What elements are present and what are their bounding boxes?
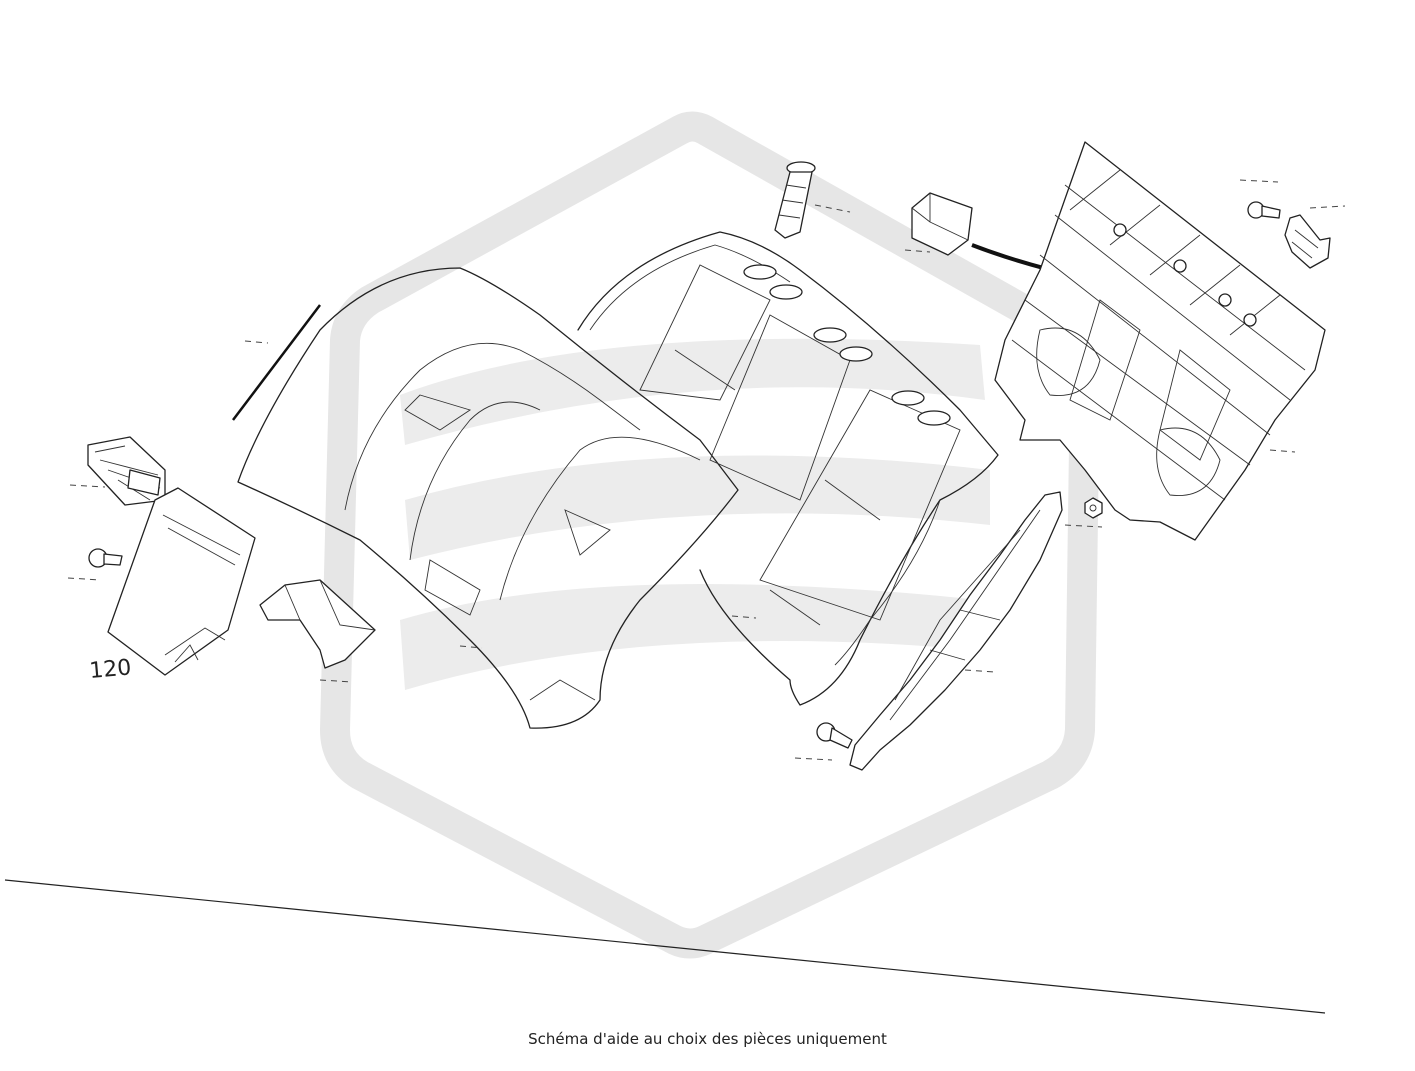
screw-part-left	[88, 548, 123, 568]
bolt-leader	[1239, 179, 1279, 183]
rod-leader	[244, 340, 269, 344]
armrest-box-part	[107, 487, 256, 676]
cushion-leader	[459, 645, 483, 649]
rod-part	[232, 304, 321, 421]
seat-back-frame-part	[577, 231, 999, 706]
bolt-part-top-right	[1247, 201, 1281, 219]
nut-part	[1084, 497, 1103, 519]
screw-part-bottom	[816, 722, 853, 749]
trim-bracket-part	[259, 579, 376, 669]
diagram-caption: Schéma d'aide au choix des pièces unique…	[528, 1030, 887, 1048]
callout-120: 120	[88, 655, 132, 684]
frame-leader	[731, 615, 757, 619]
clip-box-part	[911, 192, 973, 256]
connector-block-part	[87, 436, 166, 506]
strip-leader	[964, 669, 996, 673]
seat-back-cushion-part	[237, 267, 739, 729]
connector-leader	[69, 484, 106, 488]
screw-bottom-leader	[794, 757, 833, 761]
bracket-leader	[319, 679, 353, 683]
panel-leader	[1269, 449, 1296, 453]
latch-part	[1284, 214, 1331, 269]
headrest-guide-part	[774, 161, 816, 239]
rear-panel-part	[994, 141, 1326, 541]
clip-leader	[904, 249, 931, 253]
watermark-logo	[320, 111, 1100, 959]
latch-leader	[1309, 205, 1346, 209]
ground-line	[4, 879, 1326, 1014]
guide-leader	[814, 204, 851, 213]
side-trim-strip-part	[849, 491, 1063, 771]
screw-left-leader	[67, 577, 101, 581]
